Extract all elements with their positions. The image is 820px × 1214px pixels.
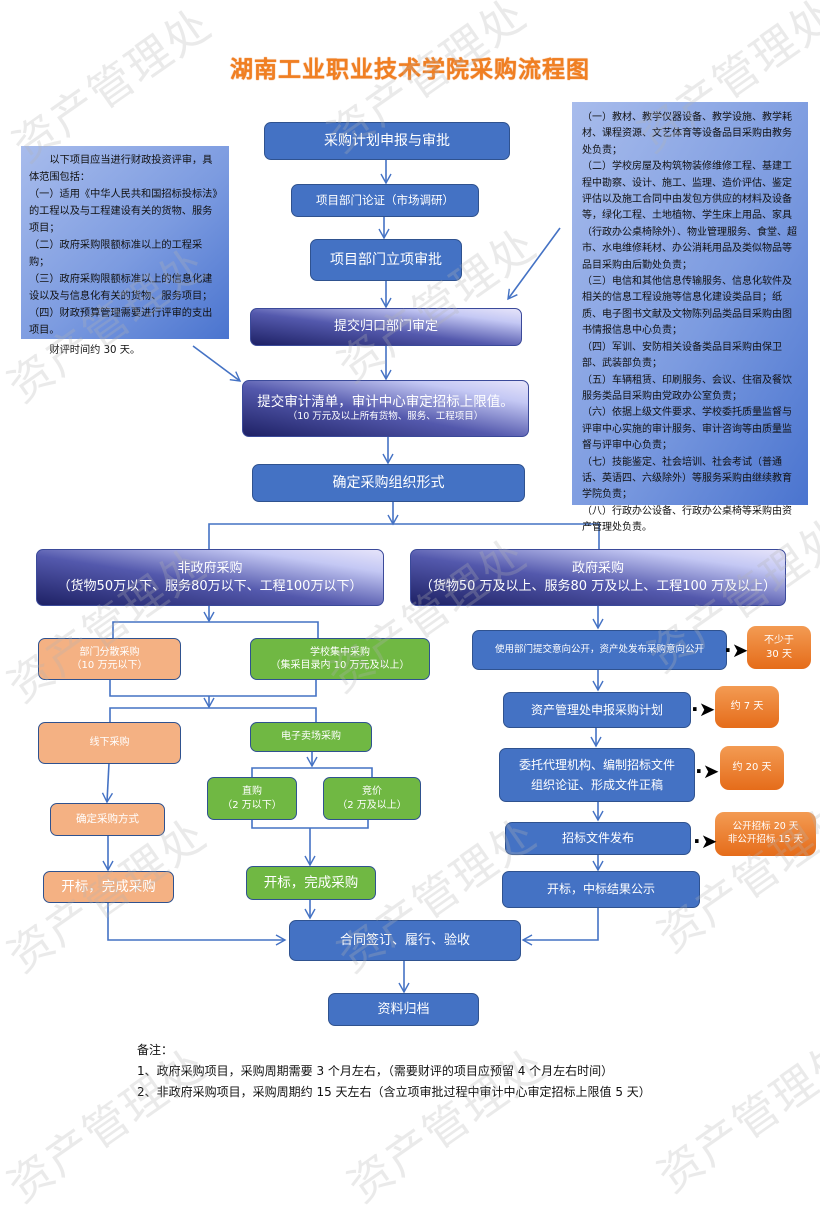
evaluation-scope-panel: 以下项目应当进行财政投资评审，具体范围包括： （一）适用《中华人民共和国招标投标…	[21, 146, 229, 356]
step-label: 组织论证、形成文件正稿	[530, 778, 663, 792]
dotted-arrow-icon: ·➤	[693, 829, 718, 853]
box-subtitle: （集采目录内 10 万元及以上）	[270, 660, 410, 671]
direct-purchase[interactable]: 直购 （2 万以下）	[207, 777, 297, 820]
step-project-approval[interactable]: 项目部门立项审批	[310, 239, 462, 281]
non-government-procurement[interactable]: 非政府采购 （货物50万以下、服务80万以下、工程100万以下）	[36, 549, 384, 606]
step-procurement-form[interactable]: 确定采购组织形式	[252, 464, 525, 502]
remarks: 备注： 1、政府采购项目，采购周期需要 3 个月左右，（需要财评的项目应预留 4…	[137, 1040, 651, 1103]
step-label: 招标文件发布	[561, 831, 634, 846]
step-label: 项目部门论证（市场调研）	[316, 192, 454, 207]
box-title: 确定采购方式	[76, 813, 139, 826]
branch-title: 非政府采购	[177, 560, 243, 576]
step-label: 使用部门提交意向公开，资产处发布采购意向公开	[494, 643, 704, 655]
offline-procurement[interactable]: 线下采购	[38, 722, 181, 764]
box-title: 部门分散采购	[79, 646, 140, 658]
step-market-research[interactable]: 项目部门论证（市场调研）	[291, 184, 479, 217]
school-centralized-procurement[interactable]: 学校集中采购 （集采目录内 10 万元及以上）	[250, 638, 430, 680]
branch-title: 政府采购	[571, 560, 624, 576]
responsibility-item: （三）电信和其他信息传输服务、信息化软件及相关的信息工程设施等信息化建设类品目；…	[582, 276, 792, 337]
gov-tender-publish[interactable]: 招标文件发布	[505, 822, 691, 855]
time-badge-20-days: 约 20 天	[720, 746, 784, 790]
remarks-line: 2、非政府采购项目，采购周期约 15 天左右（含立项审批过程中审计中心审定招标上…	[137, 1085, 651, 1099]
responsibility-item: （一）教材、教学仪器设备、教学设施、教学耗材、课程资源、文艺体育等设备品目采购由…	[582, 112, 792, 156]
box-subtitle: （10 万元以下）	[71, 660, 148, 671]
time-badge-7-days: 约 7 天	[715, 686, 779, 728]
badge-text: 非公开招标 15 天	[727, 834, 804, 845]
arrow-left-panel	[192, 345, 242, 382]
responsibility-item: （七）技能鉴定、社会培训、社会考试（普通话、英语四、六级除外）等服务采购由继续教…	[582, 456, 792, 501]
box-subtitle: （2 万以下）	[222, 799, 282, 811]
government-procurement[interactable]: 政府采购 （货物50 万及以上、服务80 万及以上、工程100 万及以上）	[410, 549, 786, 606]
badge-text: 约 20 天	[732, 762, 772, 774]
responsibility-item: （六）依据上级文件要求、学校委托质量监督与评审中心实施的审计服务、审计咨询等由质…	[582, 407, 792, 452]
box-title: 电子卖场采购	[281, 731, 341, 743]
step-audit-ceiling[interactable]: 提交审计清单，审计中心审定招标上限值。 （10 万元及以上所有货物、服务、工程项…	[242, 380, 529, 437]
branch-subtitle: （货物50 万及以上、服务80 万及以上、工程100 万及以上）	[419, 578, 777, 594]
step-label: 项目部门立项审批	[330, 251, 442, 268]
box-title: 竞价	[362, 786, 382, 797]
finish-procurement-right[interactable]: 开标，完成采购	[246, 866, 376, 900]
responsibility-item: （五）车辆租赁、印刷服务、会议、住宿及餐饮服务类品目采购由党政办公室负责；	[582, 374, 792, 402]
box-subtitle: （2 万及以上）	[337, 799, 407, 811]
box-title: 直购	[242, 786, 262, 797]
responsibility-item: （八）行政办公设备、行政办公桌椅等采购由资产管理处负责。	[582, 505, 792, 534]
step-contract[interactable]: 合同签订、履行、验收	[289, 920, 521, 961]
step-label: 合同签订、履行、验收	[339, 932, 470, 948]
finish-procurement-left[interactable]: 开标，完成采购	[43, 871, 174, 903]
time-badge-30-days: 不少于 30 天	[747, 626, 811, 669]
dept-decentralized-procurement[interactable]: 部门分散采购 （10 万元以下）	[38, 638, 181, 680]
connector-lines	[101, 160, 604, 994]
step-label: 确定采购组织形式	[332, 474, 445, 491]
time-badge-tender: 公开招标 20 天 非公开招标 15 天	[715, 812, 816, 856]
responsibility-panel: （一）教材、教学仪器设备、教学设施、教学耗材、课程资源、文艺体育等设备品目采购由…	[572, 102, 808, 533]
responsibility-item: （二）学校房屋及构筑物装修维修工程、基建工程中勘察、设计、施工、监理、造价评估、…	[582, 161, 797, 271]
gov-plan-declaration[interactable]: 资产管理处申报采购计划	[503, 692, 691, 728]
step-label: 采购计划申报与审批	[324, 132, 450, 149]
page-title: 湖南工业职业技术学院采购流程图	[230, 57, 590, 83]
box-title: 学校集中采购	[310, 646, 370, 658]
step-sublabel: （10 万元及以上所有货物、服务、工程项目）	[287, 411, 484, 423]
gov-bid-result[interactable]: 开标，中标结果公示	[502, 871, 700, 908]
step-label: 资产管理处申报采购计划	[530, 702, 663, 717]
responsibility-item: （四）军训、安防相关设备类品目采购由保卫部、武装部负责；	[582, 341, 782, 370]
evaluation-scope-item: （四）财政预算管理需要进行评审的支出项目。	[29, 308, 213, 336]
dotted-arrow-icon: ·➤	[695, 759, 720, 783]
step-label: 提交审计清单，审计中心审定招标上限值。	[257, 393, 514, 410]
gov-intent-disclosure[interactable]: 使用部门提交意向公开，资产处发布采购意向公开	[472, 630, 727, 670]
evaluation-scope-item: （三）政府采购限额标准以上的信息化建设以及与信息化有关的货物、服务项目；	[29, 274, 213, 302]
box-title: 开标，完成采购	[263, 874, 359, 891]
evaluation-scope-item: （一）适用《中华人民共和国招标投标法》的工程以及与工程建设有关的货物、服务项目；	[29, 189, 218, 234]
dotted-arrow-icon: ·➤	[724, 638, 749, 662]
box-title: 开标，完成采购	[61, 878, 156, 895]
step-label: 委托代理机构、编制招标文件	[518, 757, 675, 772]
step-plan-approval[interactable]: 采购计划申报与审批	[264, 122, 510, 160]
badge-text: 约 7 天	[730, 701, 764, 713]
remarks-heading: 备注：	[137, 1043, 174, 1057]
arrow-right-panel	[507, 227, 561, 301]
evaluation-time: 财评时间约 30 天。	[49, 345, 141, 356]
remarks-line: 1、政府采购项目，采购周期需要 3 个月左右，（需要财评的项目应预留 4 个月左…	[137, 1064, 614, 1078]
evaluation-scope-intro: 以下项目应当进行财政投资评审，具体范围包括：	[29, 155, 213, 183]
badge-text: 公开招标 20 天	[732, 821, 799, 833]
step-submit-review[interactable]: 提交归口部门审定	[250, 308, 522, 346]
bidding-purchase[interactable]: 竞价 （2 万及以上）	[323, 777, 421, 820]
branch-subtitle: （货物50万以下、服务80万以下、工程100万以下）	[57, 578, 363, 594]
step-label: 提交归口部门审定	[333, 319, 438, 335]
confirm-procurement-method[interactable]: 确定采购方式	[50, 803, 165, 836]
badge-text: 30 天	[766, 648, 792, 660]
badge-text: 不少于	[764, 635, 794, 646]
emall-procurement[interactable]: 电子卖场采购	[250, 722, 372, 752]
step-label: 资料归档	[377, 1001, 430, 1017]
evaluation-scope-item: （二）政府采购限额标准以上的工程采购；	[29, 240, 203, 268]
split-line	[208, 523, 600, 549]
gov-entrust-agency[interactable]: 委托代理机构、编制招标文件 组织论证、形成文件正稿	[499, 748, 695, 802]
step-label: 开标，中标结果公示	[546, 882, 655, 897]
box-title: 线下采购	[89, 737, 130, 749]
step-archive[interactable]: 资料归档	[328, 993, 479, 1026]
dotted-arrow-icon: ·➤	[691, 697, 716, 721]
